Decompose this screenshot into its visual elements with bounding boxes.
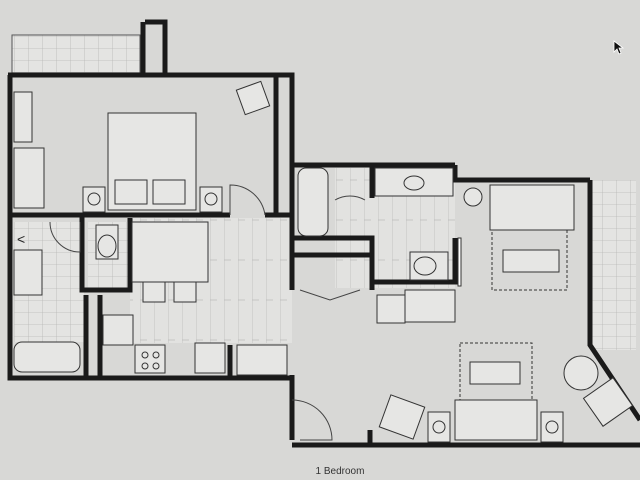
desk xyxy=(404,289,456,323)
coffee-table xyxy=(469,361,521,385)
walls xyxy=(7,19,640,448)
tub xyxy=(297,167,329,237)
sofa xyxy=(454,399,538,441)
closet xyxy=(13,91,33,143)
sofa xyxy=(489,184,575,231)
armchair xyxy=(235,80,271,116)
plan-caption: 1 Bedroom xyxy=(315,466,365,477)
fridge xyxy=(194,342,226,374)
table xyxy=(502,249,560,273)
mouse-pointer-icon xyxy=(613,40,625,55)
chevron-left-icon[interactable]: < xyxy=(17,231,26,247)
kitchen-island xyxy=(131,221,209,283)
chair xyxy=(376,294,406,324)
tub xyxy=(13,341,81,373)
round-table xyxy=(563,355,599,391)
furniture xyxy=(13,80,634,443)
armchair xyxy=(378,394,426,440)
doors xyxy=(49,184,366,441)
rug xyxy=(491,229,568,291)
counter xyxy=(236,344,288,376)
closet xyxy=(13,147,45,209)
sink xyxy=(13,249,43,296)
stove xyxy=(134,344,166,374)
armchair xyxy=(582,377,634,427)
kitchen-sink xyxy=(102,314,134,346)
